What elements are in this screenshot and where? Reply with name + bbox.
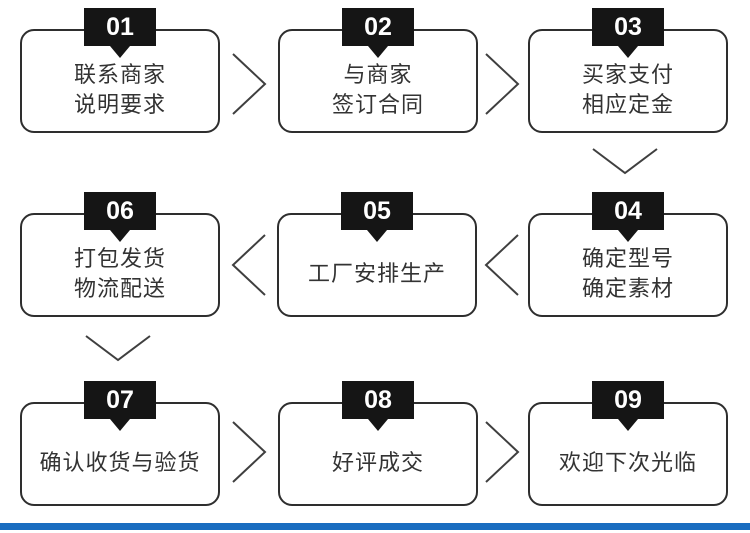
- step-box-09: 09 欢迎下次光临: [528, 381, 728, 506]
- step-label-line: 联系商家: [73, 62, 166, 87]
- bottom-accent-bar: [0, 523, 750, 530]
- step-number: 03: [614, 12, 642, 41]
- tag-pointer-icon: [618, 419, 638, 431]
- arrow-right-icon: [485, 421, 520, 483]
- arrow-left-icon: [231, 234, 266, 296]
- tag-pointer-icon: [618, 46, 638, 58]
- step-number-tag: 07: [84, 381, 156, 431]
- arrow-down-icon: [85, 335, 151, 362]
- step-number: 06: [106, 196, 134, 225]
- arrow-down-icon: [592, 148, 658, 175]
- tag-pointer-icon: [618, 230, 638, 242]
- step-number-tag: 06: [84, 192, 156, 242]
- tag-pointer-icon: [110, 46, 130, 58]
- step-label: 打包发货 物流配送: [28, 239, 212, 309]
- step-label-line: 相应定金: [581, 92, 674, 117]
- step-box-03: 03 买家支付 相应定金: [528, 8, 728, 133]
- step-label: 与商家 签订合同: [286, 55, 470, 125]
- step-number-tag: 04: [592, 192, 664, 242]
- step-number-tag: 01: [84, 8, 156, 58]
- step-label-line: 打包发货: [73, 246, 166, 271]
- step-box-01: 01 联系商家 说明要求: [20, 8, 220, 133]
- step-number: 02: [364, 12, 392, 41]
- step-label-line: 确定素材: [581, 276, 674, 301]
- step-number: 08: [364, 385, 392, 414]
- step-number-tag: 05: [341, 192, 413, 242]
- step-label-line: 工厂安排生产: [307, 261, 446, 286]
- step-number-tag: 02: [342, 8, 414, 58]
- step-box-04: 04 确定型号 确定素材: [528, 192, 728, 317]
- step-box-02: 02 与商家 签订合同: [278, 8, 478, 133]
- step-label-line: 确定型号: [581, 246, 674, 271]
- step-label: 确定型号 确定素材: [536, 239, 720, 309]
- step-label-line: 确认收货与验货: [39, 450, 201, 475]
- step-box-06: 06 打包发货 物流配送: [20, 192, 220, 317]
- step-number: 05: [363, 196, 391, 225]
- step-number: 09: [614, 385, 642, 414]
- step-label-line: 买家支付: [581, 62, 674, 87]
- step-label: 欢迎下次光临: [536, 428, 720, 498]
- tag-pointer-icon: [368, 419, 388, 431]
- step-label: 工厂安排生产: [285, 239, 469, 309]
- step-label-line: 欢迎下次光临: [558, 450, 697, 475]
- tag-pointer-icon: [110, 230, 130, 242]
- step-label-line: 好评成交: [331, 450, 424, 475]
- step-number-tag: 09: [592, 381, 664, 431]
- step-number: 07: [106, 385, 134, 414]
- step-number-tag: 08: [342, 381, 414, 431]
- step-number: 04: [614, 196, 642, 225]
- step-box-07: 07 确认收货与验货: [20, 381, 220, 506]
- step-box-05: 05 工厂安排生产: [277, 192, 477, 317]
- step-box-08: 08 好评成交: [278, 381, 478, 506]
- arrow-right-icon: [232, 53, 267, 115]
- step-label-line: 与商家: [343, 62, 413, 87]
- step-number-tag: 03: [592, 8, 664, 58]
- step-label: 确认收货与验货: [28, 428, 212, 498]
- step-label: 联系商家 说明要求: [28, 55, 212, 125]
- step-label-line: 说明要求: [73, 92, 166, 117]
- arrow-right-icon: [485, 53, 520, 115]
- tag-pointer-icon: [367, 230, 387, 242]
- arrow-left-icon: [484, 234, 519, 296]
- arrow-right-icon: [232, 421, 267, 483]
- step-label-line: 物流配送: [73, 276, 166, 301]
- tag-pointer-icon: [368, 46, 388, 58]
- step-label: 买家支付 相应定金: [536, 55, 720, 125]
- step-label-line: 签订合同: [331, 92, 424, 117]
- step-number: 01: [106, 12, 134, 41]
- tag-pointer-icon: [110, 419, 130, 431]
- step-label: 好评成交: [286, 428, 470, 498]
